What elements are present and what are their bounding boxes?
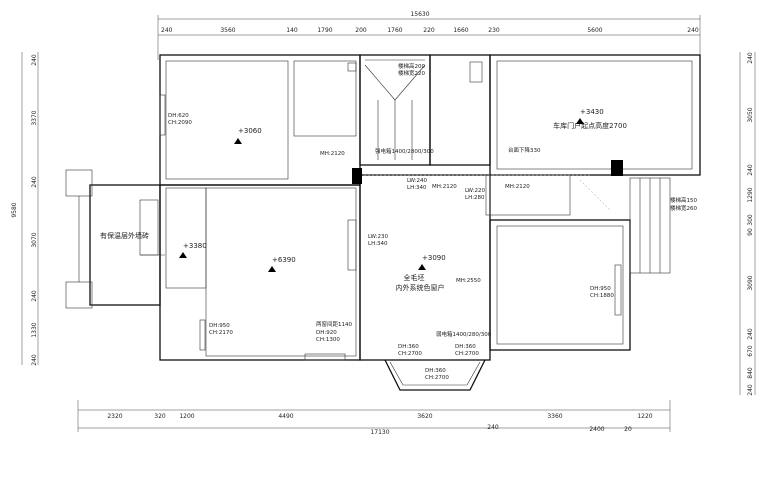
- label-mh2120-a: MH:2120: [320, 151, 345, 157]
- beam-note-b: 弱电箱1400/280/300: [436, 330, 492, 338]
- counter-note: 台面下降330: [508, 146, 541, 154]
- top-dim-3: 140: [286, 27, 298, 34]
- label-ch2170: CH:2170: [209, 330, 233, 336]
- window-color-label: 内外系统色窗户: [396, 283, 445, 292]
- label-ch1880: CH:1880: [590, 293, 614, 299]
- bottom-dim-10: 20: [624, 426, 632, 433]
- bottom-dim-8: 240: [487, 424, 499, 431]
- label-ch2700-c: CH:2700: [425, 375, 449, 381]
- right-dim-4: 1290: [747, 187, 754, 202]
- unfinished-label: 全毛坯: [404, 273, 425, 282]
- bottom-dim-6: 3360: [547, 413, 562, 420]
- label-lh340-b: LH:340: [368, 241, 388, 247]
- level-marker-6390: [268, 266, 276, 272]
- label-lw220: LW:220: [465, 188, 486, 194]
- left-dim-5: 240: [31, 290, 38, 302]
- right-dim-11: 240: [747, 384, 754, 396]
- right-dim-9: 670: [747, 345, 754, 357]
- top-total-dim: 15630: [410, 11, 429, 18]
- label-dh360-b: DH:360: [455, 344, 476, 350]
- right-dim-3: 240: [747, 164, 754, 176]
- right-dim-2: 3050: [747, 107, 754, 122]
- label-dh620: DH:620: [168, 113, 189, 119]
- left-total-dim: 9580: [11, 202, 18, 217]
- top-dim-4: 1790: [317, 27, 332, 34]
- level-3380: +3380: [183, 242, 207, 250]
- label-dh360-c: DH:360: [425, 368, 446, 374]
- stair-note-1: 楼梯高200: [398, 62, 425, 70]
- right-dim-8: 240: [747, 328, 754, 340]
- level-marker-3430: [576, 118, 584, 124]
- label-lw230: LW:230: [368, 234, 389, 240]
- level-6390: +6390: [272, 256, 296, 264]
- level-marker-3090: [418, 264, 426, 270]
- left-dim-2: 3370: [31, 110, 38, 125]
- label-mh2120-b: MH:2120: [432, 184, 457, 190]
- label-dh950-a: DH:950: [209, 323, 230, 329]
- label-ch2090: CH:2090: [168, 120, 192, 126]
- label-ch1300: CH:1300: [316, 337, 340, 343]
- bottom-dim-7: 1220: [637, 413, 652, 420]
- left-dim-4: 3070: [31, 232, 38, 247]
- left-dim-1: 240: [31, 54, 38, 66]
- bottom-total-dim: 17130: [370, 429, 389, 436]
- top-dim-5: 200: [355, 27, 367, 34]
- bottom-dim-9: 2400: [589, 426, 604, 433]
- label-ch2700-a: CH:2700: [398, 351, 422, 357]
- label-dh360-a: DH:360: [398, 344, 419, 350]
- label-mh2550: MH:2550: [456, 278, 481, 284]
- top-dim-11: 240: [687, 27, 699, 34]
- bottom-dim-2: 320: [154, 413, 166, 420]
- right-dim-1: 240: [747, 52, 754, 64]
- beam-note-a: 强电箱1400/2800/300: [375, 147, 434, 155]
- garage-note: 车库门户起点高度2700: [553, 121, 627, 130]
- top-dim-2: 3560: [220, 27, 235, 34]
- bottom-dim-5: 3620: [417, 413, 432, 420]
- top-dim-7: 220: [423, 27, 435, 34]
- right-stair-note-1: 楼梯高150: [670, 196, 697, 204]
- top-dim-8: 1660: [453, 27, 468, 34]
- level-3060: +3060: [238, 127, 262, 135]
- right-dimensions: 240 3050 240 1290 300 90 3090 240 670 84…: [739, 52, 756, 396]
- level-marker-3380: [179, 252, 187, 258]
- top-dimensions: 15630 240 3560 140 1790 200 1760 220 166…: [157, 11, 701, 60]
- left-dimensions: 9580 240 3370 240 3070 240 1330 240: [11, 52, 39, 366]
- exterior-wall-label: 有保温层外墙砖: [100, 231, 149, 240]
- level-3090: +3090: [422, 254, 446, 262]
- level-marker-3060: [234, 138, 242, 144]
- label-lw240: LW:240: [407, 178, 428, 184]
- window-spacing-note: 两窗间距1140: [316, 320, 352, 328]
- bottom-dim-3: 1200: [179, 413, 194, 420]
- annotations: 有保温层外墙砖 全毛坯 内外系统色窗户 车库门户起点高度2700 台面下降330…: [100, 62, 697, 381]
- right-dim-5: 300: [747, 214, 754, 226]
- walls: [65, 54, 701, 391]
- right-stair-note-2: 楼梯宽260: [670, 204, 697, 212]
- label-lh340-a: LH:340: [407, 185, 427, 191]
- left-dim-3: 240: [31, 176, 38, 188]
- bottom-dim-1: 2320: [107, 413, 122, 420]
- top-dim-1: 240: [161, 27, 173, 34]
- top-dim-10: 5600: [587, 27, 602, 34]
- label-dh920: DH:920: [316, 330, 337, 336]
- top-dim-9: 230: [488, 27, 500, 34]
- left-dim-6: 1330: [31, 322, 38, 337]
- label-mh2120-c: MH:2120: [505, 184, 530, 190]
- right-dim-6: 90: [747, 228, 754, 236]
- bottom-dimensions: 2320 320 1200 4490 3620 3360 1220 17130 …: [77, 400, 671, 436]
- bottom-dim-4: 4490: [278, 413, 293, 420]
- right-dim-10: 840: [747, 367, 754, 379]
- label-ch2700-b: CH:2700: [455, 351, 479, 357]
- level-3430: +3430: [580, 108, 604, 116]
- label-lh280: LH:280: [465, 195, 485, 201]
- right-dim-7: 3090: [747, 275, 754, 290]
- label-dh950-b: DH:950: [590, 286, 611, 292]
- stair-note-2: 楼梯宽220: [398, 69, 425, 77]
- top-dim-6: 1760: [387, 27, 402, 34]
- left-dim-7: 240: [31, 354, 38, 366]
